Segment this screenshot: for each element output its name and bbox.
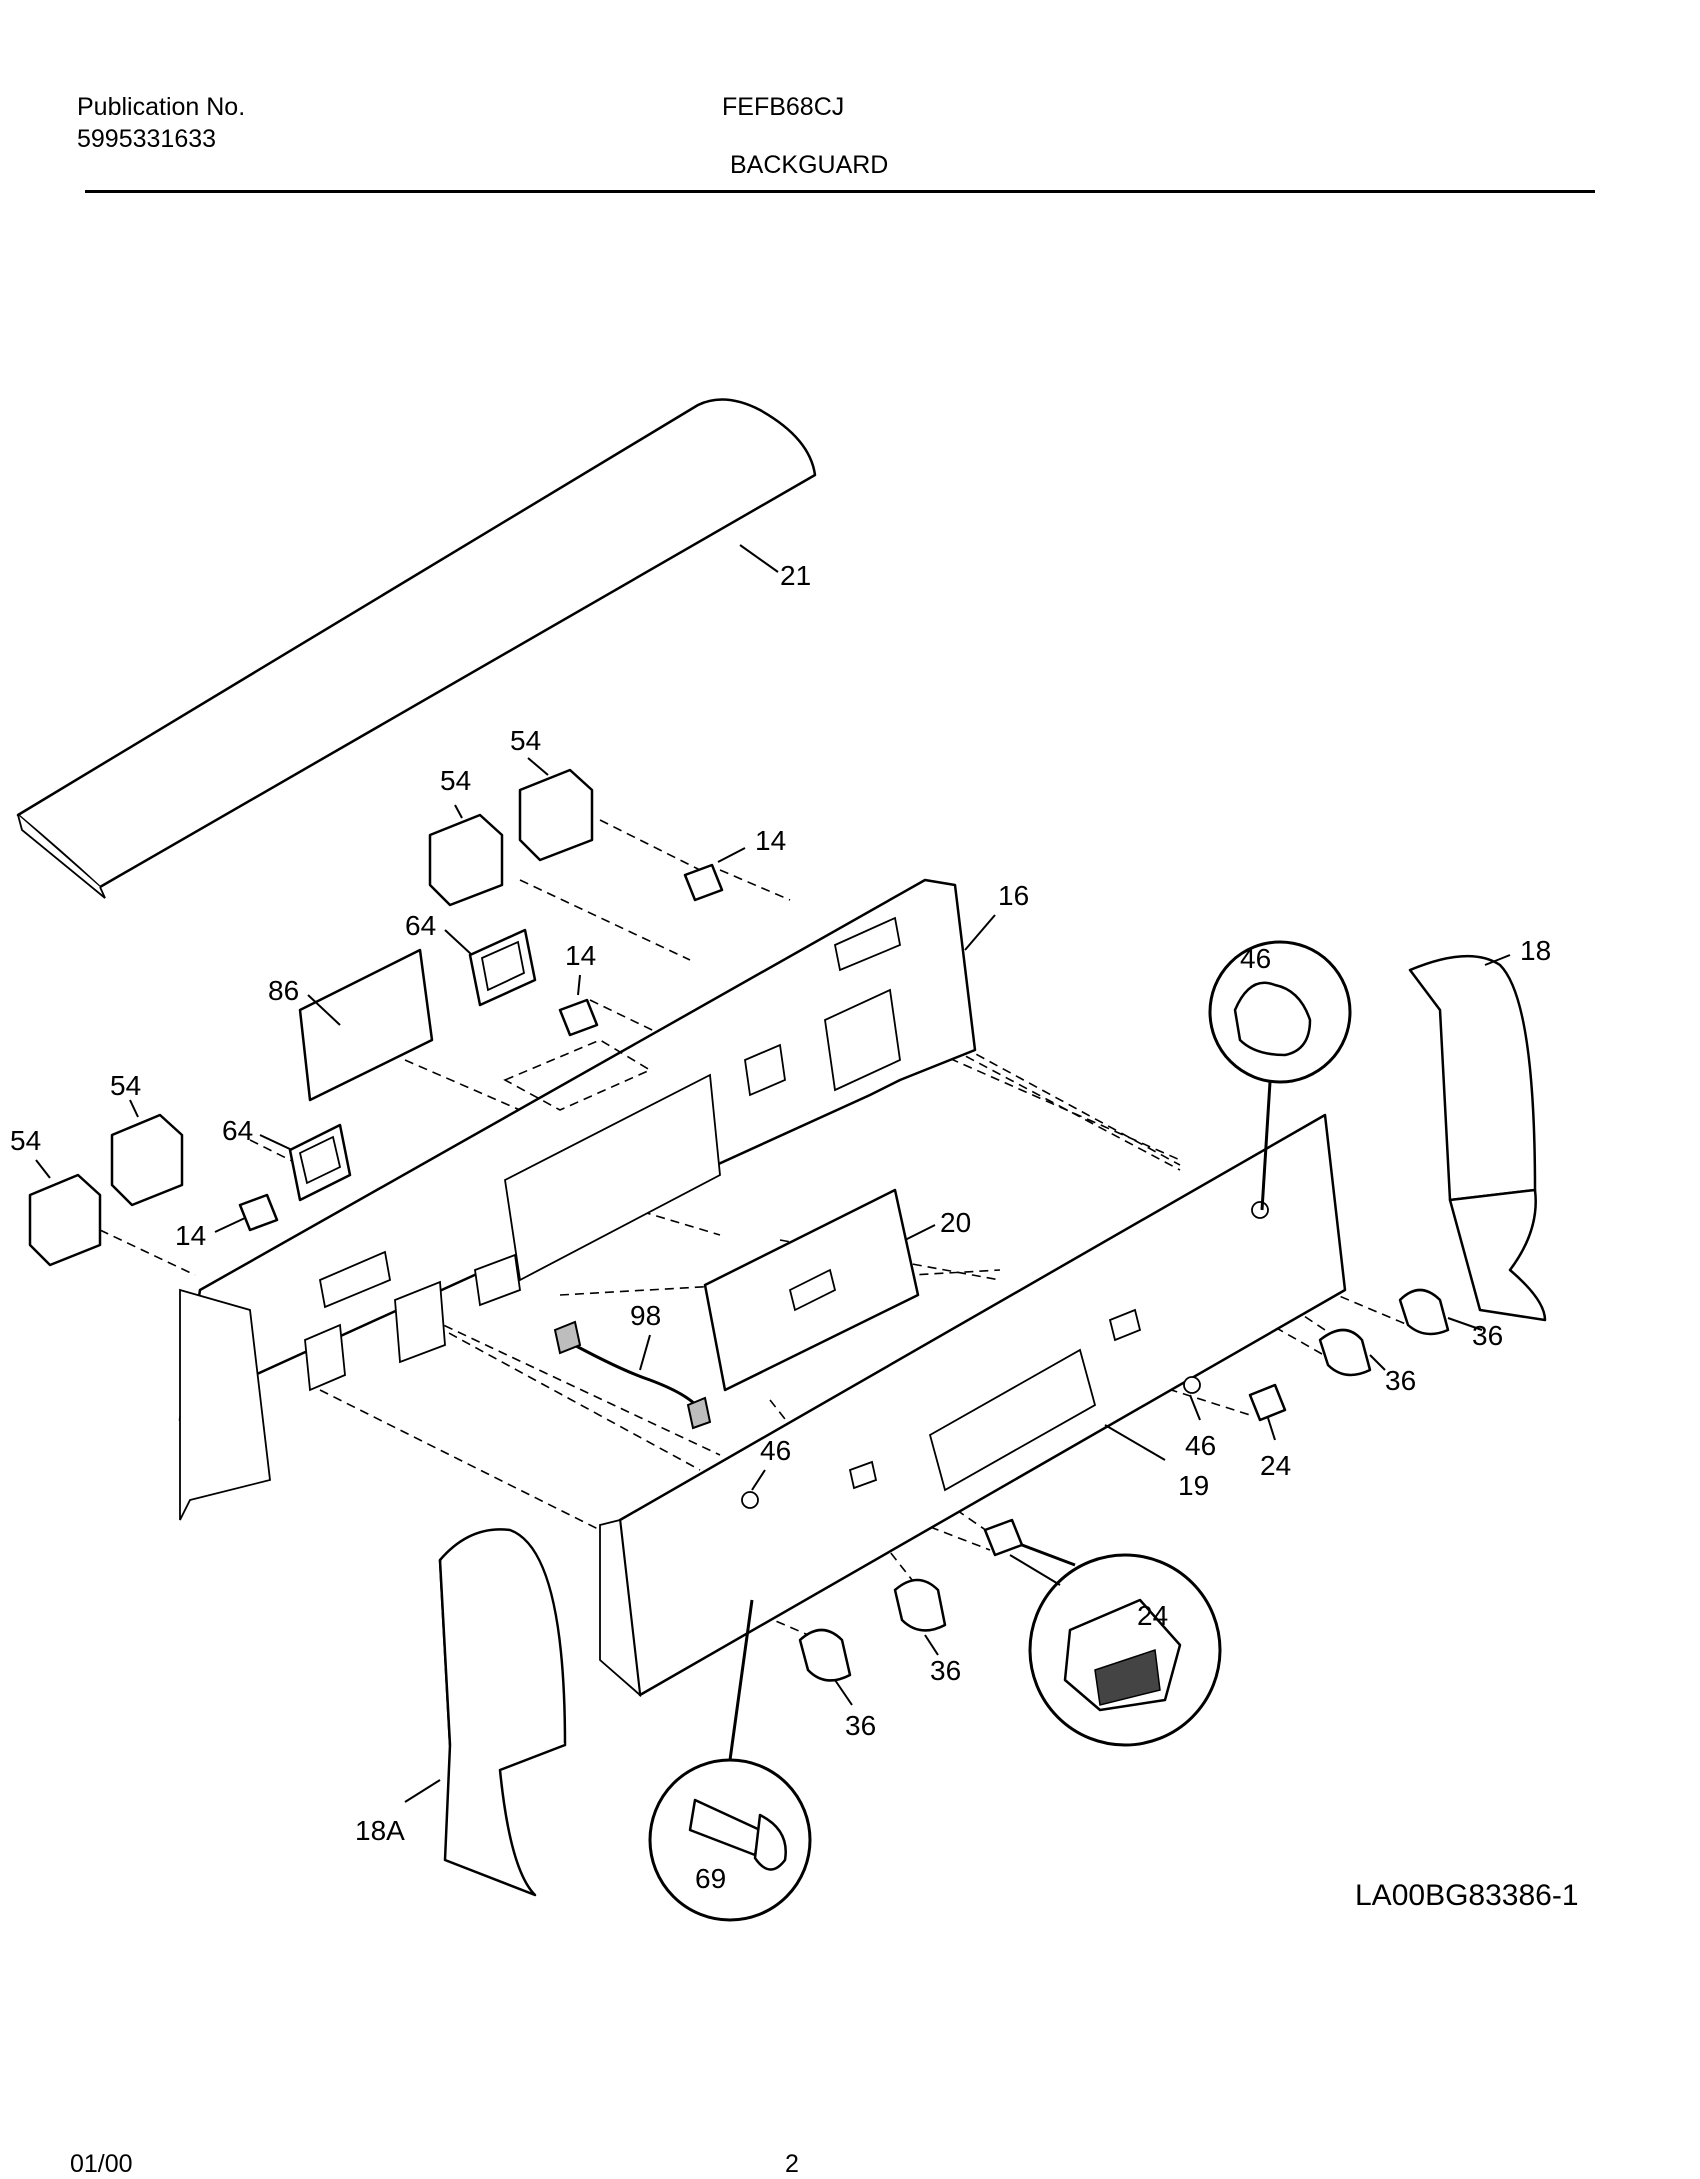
callout-36: 36 bbox=[845, 1710, 876, 1741]
callout-98: 98 bbox=[630, 1300, 661, 1331]
part-46-lamps bbox=[741, 1201, 1269, 1509]
page-number: 2 bbox=[785, 2150, 799, 2178]
part-20-control-board bbox=[703, 1188, 936, 1392]
part-86-board bbox=[298, 948, 434, 1102]
callout-64: 64 bbox=[222, 1115, 253, 1146]
callout-18a: 18A bbox=[355, 1815, 405, 1846]
callout-54: 54 bbox=[510, 725, 541, 756]
model-number: FEFB68CJ bbox=[722, 93, 845, 121]
callout-36: 36 bbox=[1472, 1320, 1503, 1351]
part-18-right-end-cap bbox=[1408, 954, 1547, 1322]
part-21-top-trim bbox=[16, 398, 817, 899]
callout-46: 46 bbox=[760, 1435, 791, 1466]
part-64-bezels bbox=[259, 928, 537, 1202]
callout-16: 16 bbox=[998, 880, 1029, 911]
footer-date: 01/00 bbox=[70, 2150, 133, 2178]
callout-14: 14 bbox=[565, 940, 596, 971]
detail-bubble-24 bbox=[1021, 1543, 1222, 1747]
callout-18: 18 bbox=[1520, 935, 1551, 966]
drawing-code: LA00BG83386-1 bbox=[1355, 1879, 1579, 1912]
part-24-switches bbox=[983, 1383, 1287, 1586]
callout-labels: 21 54 54 54 54 14 14 14 16 64 64 86 46 4… bbox=[10, 560, 1579, 1912]
callout-36: 36 bbox=[1385, 1365, 1416, 1396]
section-title: BACKGUARD bbox=[730, 151, 889, 179]
callout-24: 24 bbox=[1260, 1450, 1291, 1481]
part-16-upper-panel bbox=[178, 878, 996, 1521]
part-19-lower-panel bbox=[599, 1113, 1347, 1698]
publication-label: Publication No. bbox=[77, 93, 246, 121]
part-18a-left-end-cap bbox=[404, 1528, 567, 1897]
callout-24: 24 bbox=[1137, 1600, 1168, 1631]
callout-46: 46 bbox=[1185, 1430, 1216, 1461]
detail-bubble-46 bbox=[1208, 940, 1352, 1211]
part-36-knobs bbox=[798, 1288, 1483, 1706]
part-54-switches bbox=[28, 757, 594, 1267]
callout-19: 19 bbox=[1178, 1470, 1209, 1501]
callout-64: 64 bbox=[405, 910, 436, 941]
callout-36: 36 bbox=[930, 1655, 961, 1686]
header-rule bbox=[85, 190, 1595, 193]
callout-54: 54 bbox=[440, 765, 471, 796]
callout-69: 69 bbox=[695, 1863, 726, 1894]
publication-number: 5995331633 bbox=[77, 125, 217, 153]
callout-54: 54 bbox=[10, 1125, 41, 1156]
callout-54: 54 bbox=[110, 1070, 141, 1101]
part-98-wire-harness bbox=[553, 1320, 712, 1430]
callout-14: 14 bbox=[755, 825, 786, 856]
callout-20: 20 bbox=[940, 1207, 971, 1238]
callout-14: 14 bbox=[175, 1220, 206, 1251]
callout-86: 86 bbox=[268, 975, 299, 1006]
detail-bubble-69 bbox=[648, 1599, 812, 1922]
callout-46: 46 bbox=[1240, 943, 1271, 974]
callout-21: 21 bbox=[780, 560, 811, 591]
part-14-small-switches bbox=[214, 847, 746, 1233]
